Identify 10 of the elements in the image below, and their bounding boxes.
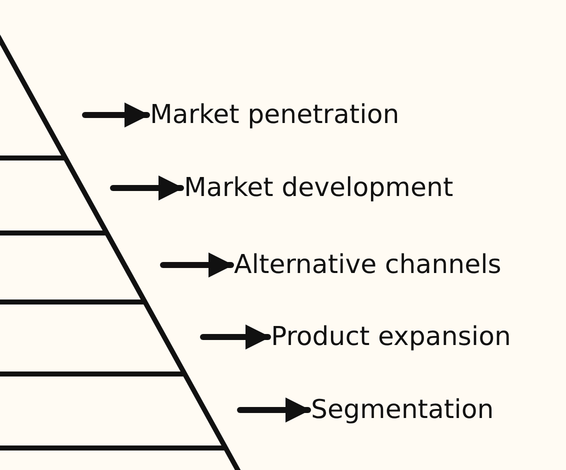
arrow	[200, 324, 271, 350]
strategy-label: Market development	[184, 171, 454, 205]
arrow	[237, 397, 311, 423]
arrow	[110, 175, 184, 201]
strategy-label: Segmentation	[311, 393, 494, 427]
arrow	[160, 252, 234, 278]
strategy-label: Product expansion	[271, 320, 511, 354]
strategy-label: Market penetration	[150, 98, 400, 132]
arrow	[82, 102, 150, 128]
strategy-label: Alternative channels	[234, 248, 502, 282]
